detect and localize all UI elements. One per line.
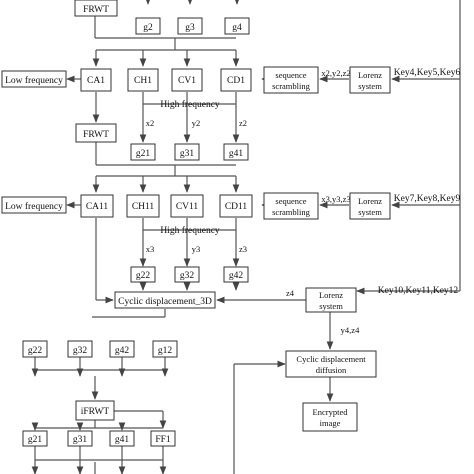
ca11-node: CA11 bbox=[80, 194, 114, 218]
svg-text:Low frequency: Low frequency bbox=[5, 201, 63, 212]
svg-text:g21: g21 bbox=[28, 435, 43, 445]
svg-text:sequence: sequence bbox=[275, 196, 306, 206]
svg-text:g12: g12 bbox=[158, 346, 173, 356]
y2-label: y2 bbox=[192, 118, 201, 128]
svg-text:iFRWT: iFRWT bbox=[81, 407, 110, 417]
g21-node-2: g21 bbox=[22, 430, 48, 447]
x2-label: x2 bbox=[146, 118, 155, 128]
g2-top-node: g2 bbox=[135, 17, 161, 35]
cyclic-displacement-diffusion-node: Cyclic displacement diffusion bbox=[285, 350, 377, 378]
key-label-1: Key4,Key5,Key6 bbox=[394, 68, 461, 78]
svg-text:system: system bbox=[358, 81, 382, 91]
svg-text:CV1: CV1 bbox=[178, 76, 196, 86]
svg-text:g32: g32 bbox=[73, 346, 88, 356]
lorenz-system-node-3: Lorenz system bbox=[305, 287, 357, 313]
z3-label: z3 bbox=[239, 244, 247, 254]
g32-node-2: g32 bbox=[67, 340, 93, 358]
x3-label: x3 bbox=[146, 244, 155, 254]
svg-text:g4: g4 bbox=[232, 23, 242, 33]
high-frequency-label-1: High frequency bbox=[160, 99, 220, 110]
svg-text:g22: g22 bbox=[136, 271, 151, 281]
svg-text:g32: g32 bbox=[180, 271, 195, 281]
svg-text:diffusion: diffusion bbox=[316, 365, 347, 375]
g41-node-1: g41 bbox=[223, 143, 249, 161]
key-label-2: Key7,Key8,Key9 bbox=[394, 194, 461, 204]
svg-text:system: system bbox=[319, 301, 343, 311]
g32-node-1: g32 bbox=[174, 266, 200, 283]
ff1-node: FF1 bbox=[150, 430, 176, 447]
g31-node-1: g31 bbox=[174, 143, 200, 161]
g21-node-1: g21 bbox=[130, 143, 156, 161]
z2-label: z2 bbox=[239, 118, 247, 128]
cv11-node: CV11 bbox=[170, 194, 204, 218]
svg-text:Lorenz: Lorenz bbox=[358, 70, 382, 80]
g42-node-1: g42 bbox=[223, 266, 249, 283]
ca1-node: CA1 bbox=[80, 68, 112, 92]
cd1-node: CD1 bbox=[220, 68, 252, 92]
low-frequency-node-1: Low frequency bbox=[1, 70, 67, 88]
cv1-node: CV1 bbox=[171, 68, 203, 92]
sequence-scrambling-node-1: sequence scrambling bbox=[263, 66, 319, 94]
svg-text:g3: g3 bbox=[185, 23, 195, 33]
g31-node-2: g31 bbox=[67, 430, 93, 447]
svg-text:Lorenz: Lorenz bbox=[358, 196, 382, 206]
y4z4-label: y4,z4 bbox=[341, 325, 360, 335]
z4-label: z4 bbox=[286, 288, 295, 298]
svg-text:FRWT: FRWT bbox=[83, 5, 109, 15]
svg-text:scrambling: scrambling bbox=[272, 207, 311, 217]
svg-text:CH11: CH11 bbox=[132, 202, 155, 212]
svg-text:g22: g22 bbox=[28, 346, 43, 356]
svg-text:image: image bbox=[320, 418, 341, 428]
high-frequency-label-2: High frequency bbox=[160, 225, 220, 236]
g22-node-1: g22 bbox=[130, 266, 156, 283]
svg-text:CD1: CD1 bbox=[227, 76, 245, 86]
svg-text:Encrypted: Encrypted bbox=[313, 407, 349, 417]
g42-node-2: g42 bbox=[109, 340, 135, 358]
svg-text:g41: g41 bbox=[115, 435, 130, 445]
low-frequency-node-2: Low frequency bbox=[1, 196, 67, 214]
svg-text:FRWT: FRWT bbox=[83, 130, 109, 140]
lorenz-system-node-1: Lorenz system bbox=[349, 66, 391, 94]
svg-text:g31: g31 bbox=[180, 149, 195, 159]
y3-label: y3 bbox=[192, 244, 201, 254]
svg-text:g21: g21 bbox=[136, 149, 151, 159]
x3y3z3-label: x3,y3,z3 bbox=[321, 194, 350, 204]
svg-text:g31: g31 bbox=[73, 435, 88, 445]
lorenz-system-node-2: Lorenz system bbox=[349, 192, 391, 220]
svg-text:CA1: CA1 bbox=[87, 76, 105, 86]
frwt-mid-node: FRWT bbox=[75, 123, 117, 143]
ch1-node: CH1 bbox=[127, 68, 159, 92]
g22-node-2: g22 bbox=[22, 340, 48, 358]
svg-text:scrambling: scrambling bbox=[272, 81, 311, 91]
g4-top-node: g4 bbox=[224, 17, 250, 35]
g41-node-2: g41 bbox=[109, 430, 135, 447]
svg-text:FF1: FF1 bbox=[155, 435, 171, 445]
svg-text:Cyclic displacement_3D: Cyclic displacement_3D bbox=[118, 297, 212, 307]
key-label-3: Key10,Key11,Key12 bbox=[378, 286, 459, 296]
svg-text:CD11: CD11 bbox=[225, 202, 248, 212]
svg-text:g2: g2 bbox=[143, 23, 153, 33]
cyclic-displacement-3d-node: Cyclic displacement_3D bbox=[114, 291, 216, 309]
svg-text:CA11: CA11 bbox=[86, 202, 109, 212]
cd11-node: CD11 bbox=[219, 194, 253, 218]
svg-text:system: system bbox=[358, 207, 382, 217]
svg-text:g42: g42 bbox=[229, 271, 244, 281]
svg-text:sequence: sequence bbox=[275, 70, 306, 80]
x2y2z2-label: x2,y2,z2 bbox=[321, 68, 350, 78]
sequence-scrambling-node-2: sequence scrambling bbox=[263, 192, 319, 220]
svg-text:Lorenz: Lorenz bbox=[319, 290, 343, 300]
frwt-top-node: FRWT bbox=[74, 0, 118, 17]
svg-text:g42: g42 bbox=[115, 346, 130, 356]
svg-text:CV11: CV11 bbox=[176, 202, 199, 212]
ch11-node: CH11 bbox=[126, 194, 160, 218]
svg-text:Low frequency: Low frequency bbox=[5, 75, 63, 86]
ifrwt-node: iFRWT bbox=[75, 400, 115, 421]
svg-text:g41: g41 bbox=[229, 149, 244, 159]
encrypted-image-node: Encrypted image bbox=[302, 402, 358, 432]
g3-top-node: g3 bbox=[177, 17, 203, 35]
g12-node: g12 bbox=[152, 340, 178, 358]
svg-text:CH1: CH1 bbox=[134, 76, 152, 86]
svg-text:Cyclic displacement: Cyclic displacement bbox=[296, 354, 366, 364]
